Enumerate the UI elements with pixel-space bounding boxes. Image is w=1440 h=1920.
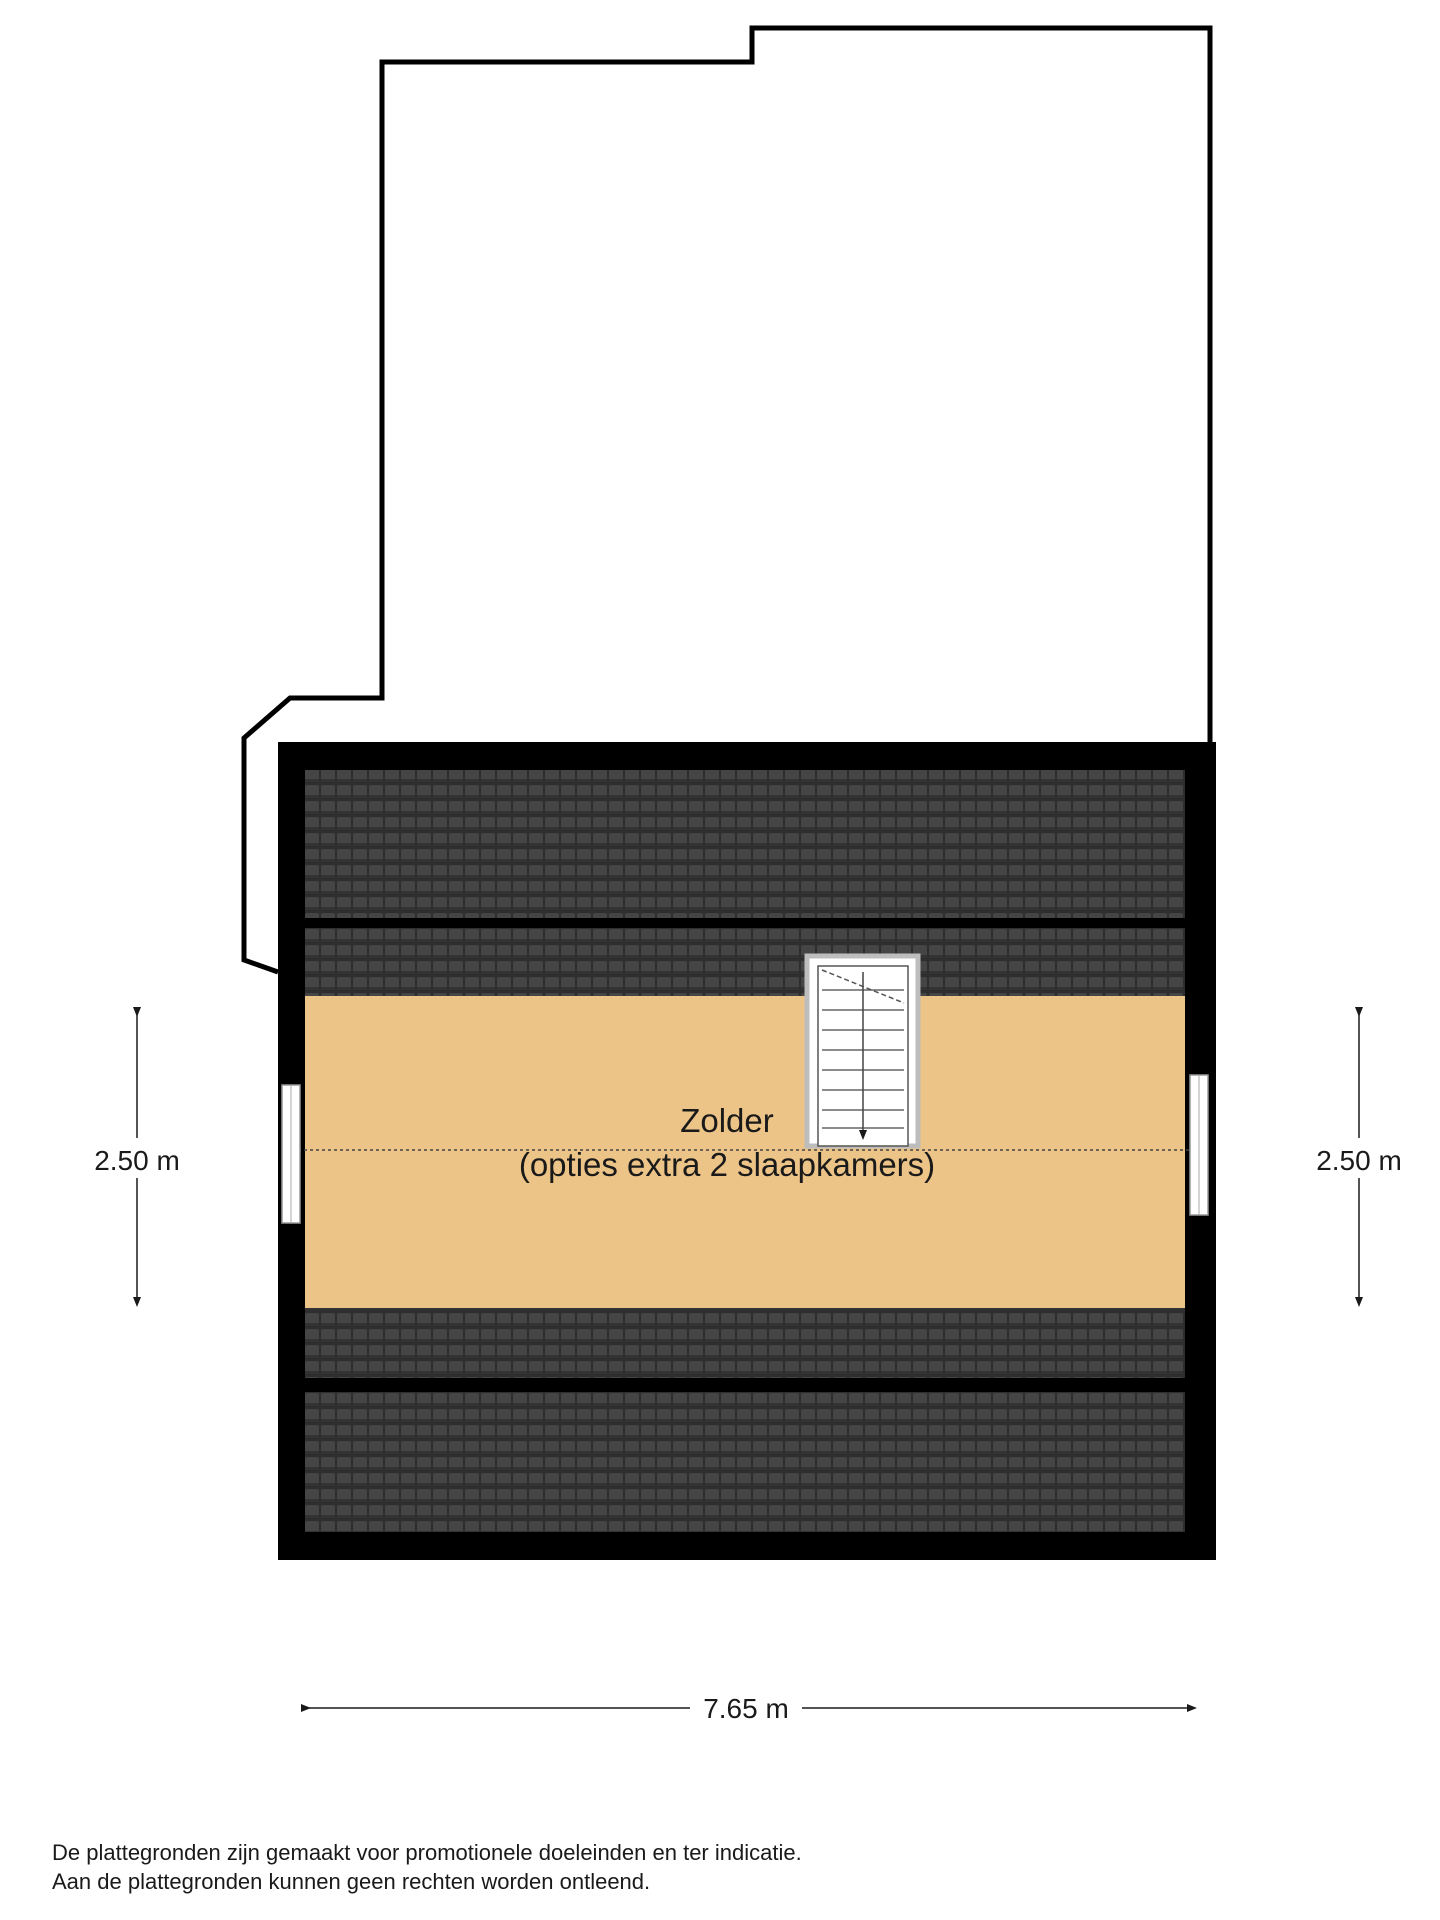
staircase — [804, 953, 921, 1149]
roof-tiles-bottom-outer — [305, 1392, 1185, 1532]
disclaimer-line-2: Aan de plattegronden kunnen geen rechten… — [52, 1869, 651, 1894]
dimension-label-bottom: 7.65 m — [703, 1693, 789, 1724]
roof-tiles-bottom-inner — [305, 1308, 1185, 1378]
dimension-label-right: 2.50 m — [1316, 1145, 1402, 1176]
dimension-label-left: 2.50 m — [94, 1145, 180, 1176]
attic-floor — [305, 996, 1185, 1308]
disclaimer: De plattegronden zijn gemaakt voor promo… — [52, 1838, 802, 1896]
roof-tiles-top-inner — [305, 928, 1185, 996]
building-outline — [241, 25, 1213, 975]
roof-tiles-top-outer — [305, 770, 1185, 918]
room-name: Zolder — [680, 1102, 774, 1139]
disclaimer-line-1: De plattegronden zijn gemaakt voor promo… — [52, 1840, 802, 1865]
room-subtitle: (opties extra 2 slaapkamers) — [519, 1146, 935, 1183]
